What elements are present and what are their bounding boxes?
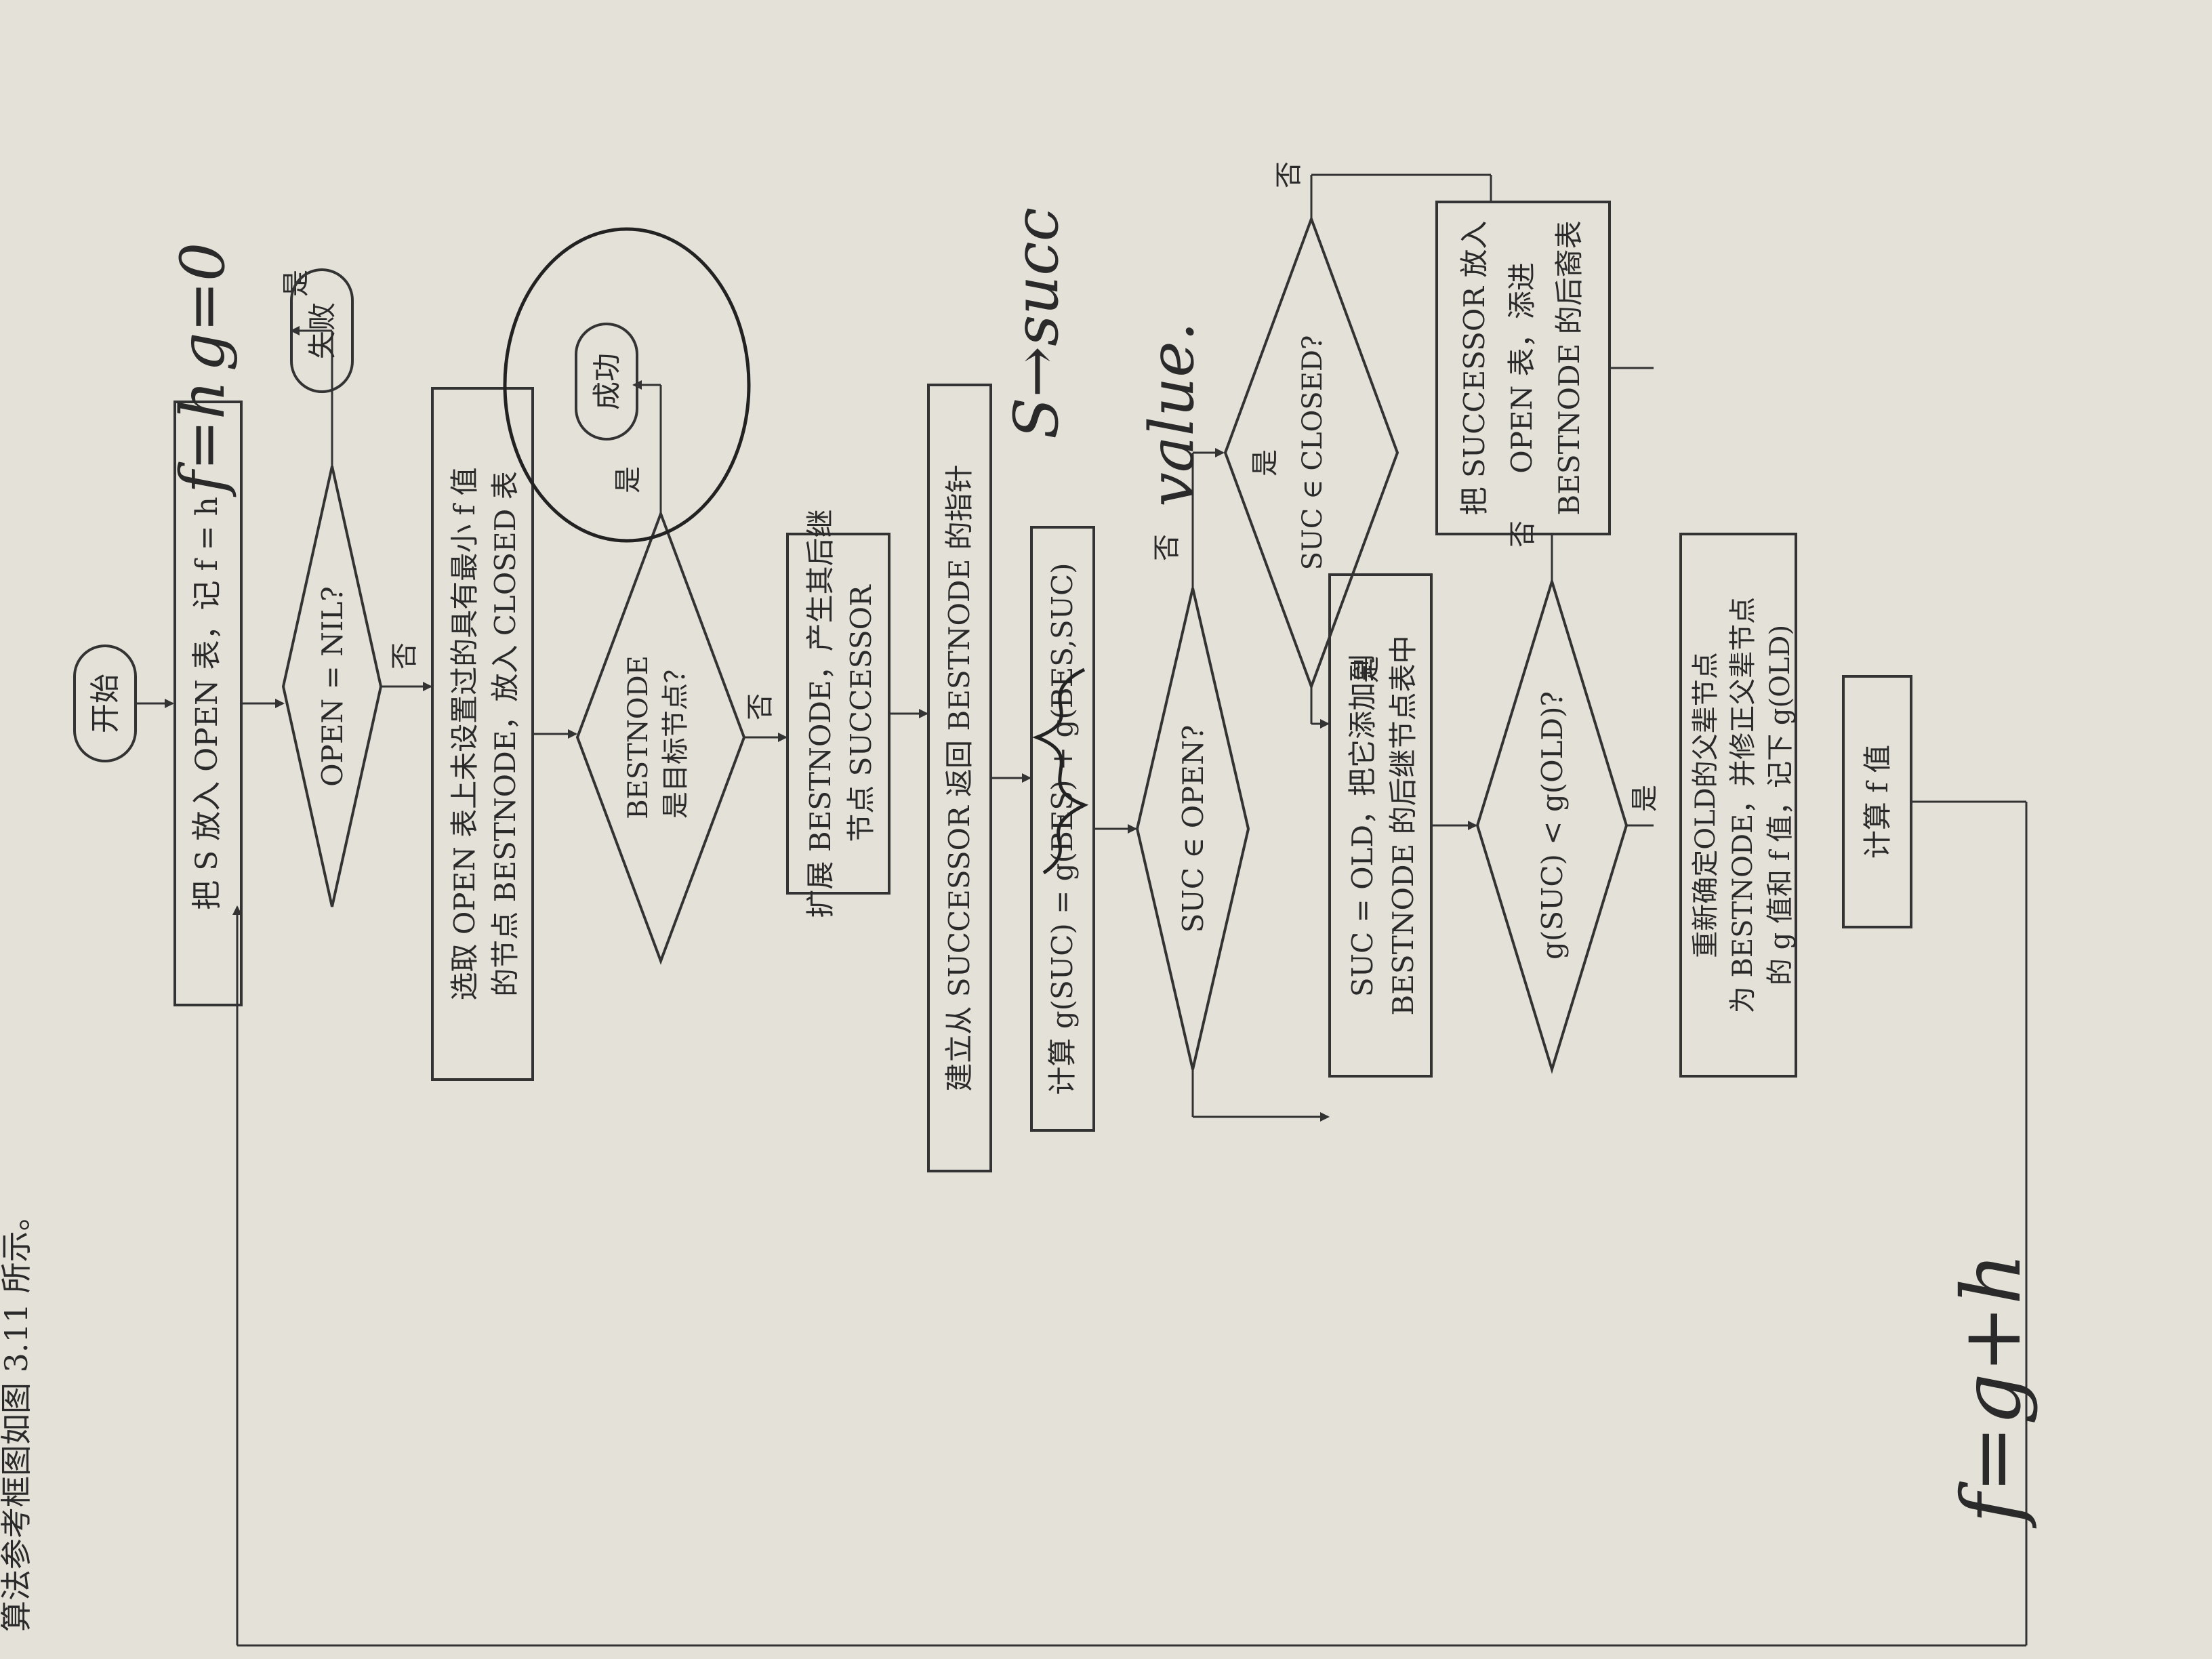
label-nil-no: 否 xyxy=(389,642,420,670)
label-closed-no: 否 xyxy=(1273,161,1305,188)
start-label: 开始 xyxy=(88,674,123,733)
compute-g-label: 计算 g(SUC) = g(BES) + g(BES,SUC) xyxy=(1046,562,1079,1094)
label-open-no: 否 xyxy=(1151,534,1183,561)
suc-in-open-label: SUC ∈ OPEN? xyxy=(1176,725,1210,933)
label-open-yes: 是 xyxy=(1250,449,1281,476)
success-terminal xyxy=(575,323,638,441)
fail-label: 失败 xyxy=(306,302,339,359)
put-successor-line2: OPEN 表，添进 xyxy=(1505,262,1538,473)
is-goal-line2: 是目标节点？ xyxy=(660,656,691,819)
open-nil-label: OPEN = NIL? xyxy=(316,586,349,787)
scribble-handwriting xyxy=(1031,668,1089,875)
select-best-line1: 选取 OPEN 表上未设置过的具有最小 f 值 xyxy=(448,467,481,1000)
select-best-line2: 的节点 BESTNODE，放入 CLOSED 表 xyxy=(489,471,522,996)
fail-terminal xyxy=(290,268,354,393)
reset-parent-line2: 为 BESTNODE，并修正父辈节点 xyxy=(1727,597,1759,1013)
label-compare-no: 否 xyxy=(1507,520,1538,548)
reset-parent-line3: 的 g 值和 f 值，记下 g(OLD) xyxy=(1765,625,1796,985)
reset-parent-line1: 重新确定OLD的父辈节点 xyxy=(1690,652,1721,958)
page-header: 算法参考框图如图 3.11 所示。 xyxy=(0,1200,35,1632)
expand-line2: 节点 SUCCESSOR xyxy=(844,584,878,842)
put-successor-line3: BESTNODE 的后裔表 xyxy=(1553,220,1586,515)
put-s-label: 把 S 放入 OPEN 表，记 f = h xyxy=(190,497,224,910)
expand-line1: 扩展 BESTNODE，产生其后继 xyxy=(804,509,837,918)
suc-in-open-decision xyxy=(1135,588,1250,1070)
label-goal-yes: 是 xyxy=(613,466,644,493)
label-goal-no: 否 xyxy=(745,693,776,720)
reset-parent-box xyxy=(1679,533,1797,1078)
handwriting-succ: S→succ xyxy=(1001,207,1072,439)
handwriting-f-h: f=h xyxy=(167,380,239,497)
success-circle-handwriting xyxy=(503,227,751,543)
handwriting-value: value. xyxy=(1136,322,1208,507)
suc-old-line2: BESTNODE 的后继节点表中 xyxy=(1387,635,1420,1015)
compute-f-label: 计算 f 值 xyxy=(1861,745,1894,859)
compare-g-label: g(SUC) < g(OLD)? xyxy=(1536,691,1569,960)
suc-in-closed-label: SUC ∈ CLOSED? xyxy=(1297,335,1328,571)
handwriting-g-zero: g=0 xyxy=(167,243,239,371)
suc-in-closed-decision xyxy=(1223,215,1399,691)
is-goal-line1: BESTNODE xyxy=(623,655,654,819)
handwriting-f-g-h: f=g+h xyxy=(1945,1252,2039,1529)
suc-old-line1: SUC = OLD，把它添加到 xyxy=(1346,654,1379,997)
pointer-label: 建立从 SUCCESSOR 返回 BESTNODE 的指针 xyxy=(943,464,976,1091)
put-successor-line1: 把 SUCCESSOR 放入 xyxy=(1458,221,1491,516)
label-closed-yes: 是 xyxy=(1351,656,1382,683)
label-compare-yes: 是 xyxy=(1629,785,1660,812)
success-label: 成功 xyxy=(590,353,623,410)
